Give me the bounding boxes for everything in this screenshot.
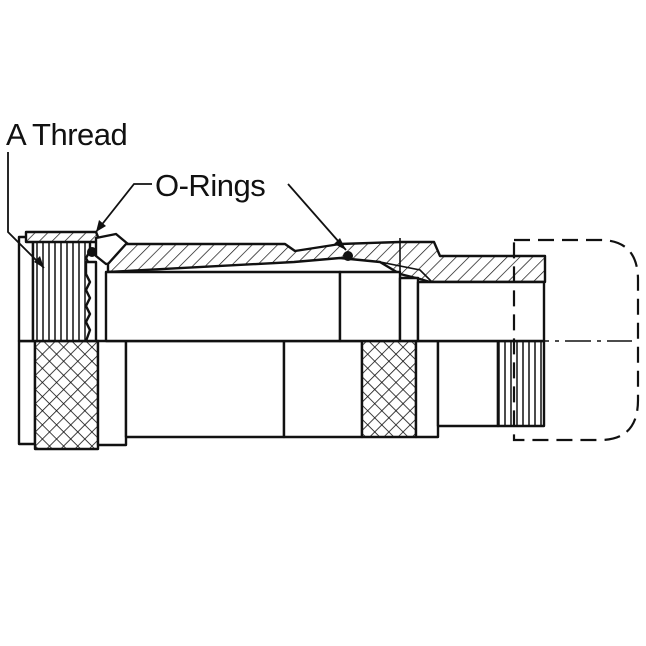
o-rings-label: O-Rings <box>155 168 265 203</box>
coupling-nut-knurl <box>33 339 100 451</box>
o-rings-arrowhead-front <box>96 220 106 232</box>
section-view <box>17 230 547 343</box>
a-thread-label: A Thread <box>6 117 127 152</box>
o-rings-leader-front <box>95 183 152 233</box>
backshell-nut-knurl <box>360 339 418 439</box>
rear-o-ring <box>343 251 353 261</box>
coupling-nut-section-flange <box>17 235 35 343</box>
body-bore <box>104 270 342 343</box>
o-rings-arrowhead-rear <box>334 238 346 250</box>
rear-tail-grip <box>496 339 546 428</box>
coupling-nut-section-cap <box>24 230 102 244</box>
backshell-nut-step <box>414 339 440 439</box>
main-body-exterior <box>124 339 286 439</box>
a-thread-arrowhead <box>34 256 44 268</box>
cable-phantom-outline <box>512 238 640 442</box>
coupling-nut-flange <box>17 339 37 446</box>
body-bore-step <box>338 270 402 343</box>
gland-taper <box>379 261 433 283</box>
coupling-nut-section-threads <box>31 239 92 343</box>
exterior-view <box>17 339 546 451</box>
o-rings-leader-rear <box>287 183 347 251</box>
coupling-nut-step <box>96 339 128 447</box>
body-sleeve-exterior <box>282 339 364 439</box>
clamp-ring <box>398 276 420 343</box>
main-body-wall <box>106 240 547 284</box>
front-o-ring <box>87 247 97 257</box>
a-thread-leader <box>7 152 45 269</box>
rear-tail-bore <box>416 280 546 343</box>
rear-tail-exterior <box>436 339 500 428</box>
